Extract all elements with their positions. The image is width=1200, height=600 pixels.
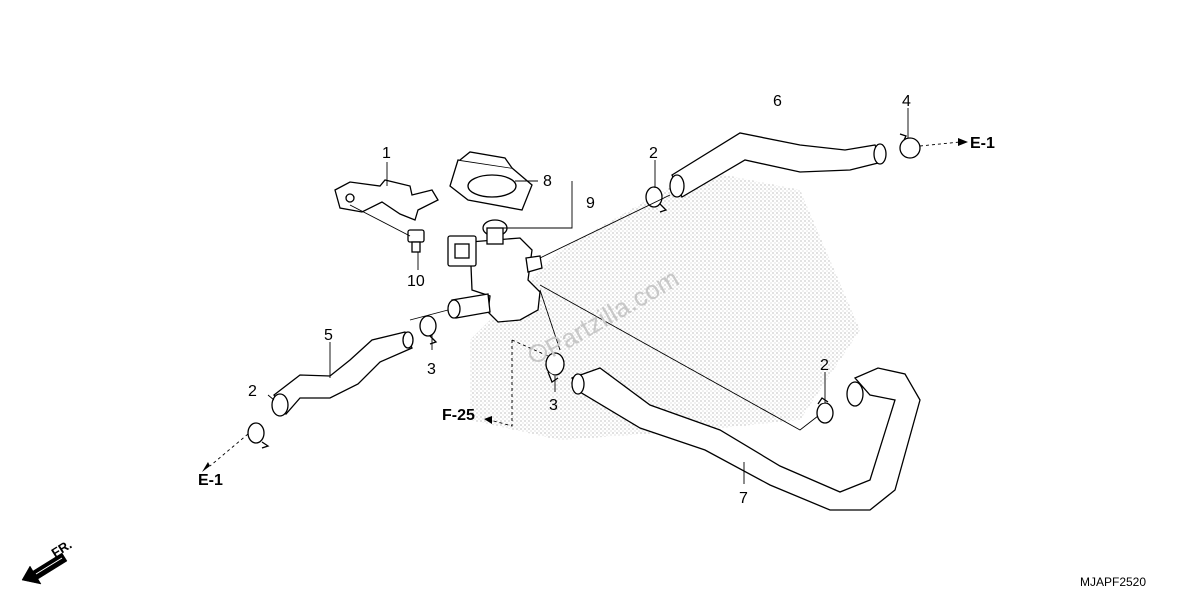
front-label: FR. [49,537,75,561]
valve-part-9 [447,219,543,323]
dashed-lines [209,141,961,467]
callout-4: 4 [902,93,911,110]
diagram-code: MJAPF2520 [1080,575,1146,589]
clip-part-3-left [419,315,438,345]
callout-10: 10 [407,273,425,290]
bolt-part-10 [407,229,425,253]
callout-2-top: 2 [649,145,658,162]
callout-1: 1 [382,145,391,162]
arrowheads [202,138,968,472]
clip-part-2-top [645,186,668,213]
callout-5: 5 [324,327,333,344]
callout-3-center: 3 [549,397,558,414]
ref-e1-left: E-1 [198,472,223,489]
ref-f25: F-25 [442,407,475,424]
hose-part-6 [669,132,887,198]
clip-part-2-left [247,422,270,449]
front-arrow-icon [21,552,68,585]
callout-8: 8 [543,173,552,190]
callout-7: 7 [739,490,748,507]
callout-2-left: 2 [248,383,257,400]
callout-9: 9 [586,195,595,212]
hose-part-7 [571,367,921,511]
clip-part-3-center [545,352,565,383]
shading [470,170,860,440]
bracket-part-1 [334,179,439,221]
hose-part-5 [271,331,414,417]
clamp-part-8 [449,151,533,211]
ref-e1-right: E-1 [970,135,995,152]
clip-part-4 [899,133,921,159]
clip-part-2-right [816,397,834,424]
callout-3-left: 3 [427,361,436,378]
callout-2-right: 2 [820,357,829,374]
callout-6: 6 [773,93,782,110]
leader-lines [267,108,909,484]
